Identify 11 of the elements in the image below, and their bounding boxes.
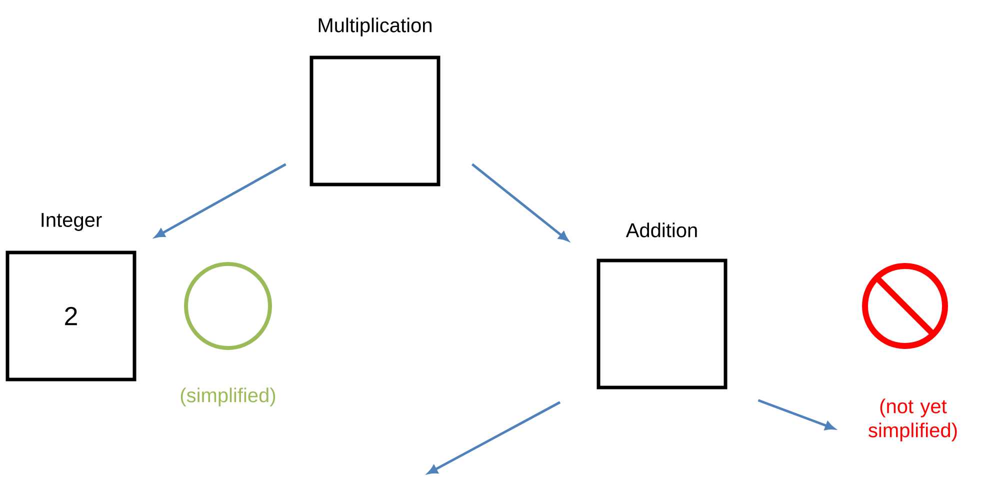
- heading-text: Integer: [42, 213, 102, 231]
- box-text: 2: [65, 306, 77, 326]
- note-text: (not yet simplified): [868, 398, 957, 442]
- caption-text: (simplified): [180, 388, 276, 406]
- heading-text: Multiplication: [318, 18, 432, 36]
- arrow: [758, 399, 835, 430]
- heading-text: Addition: [626, 222, 697, 238]
- arrow: [428, 401, 561, 474]
- prohibition-sign: [862, 263, 948, 349]
- arrow: [155, 163, 286, 238]
- arrow: [471, 163, 568, 242]
